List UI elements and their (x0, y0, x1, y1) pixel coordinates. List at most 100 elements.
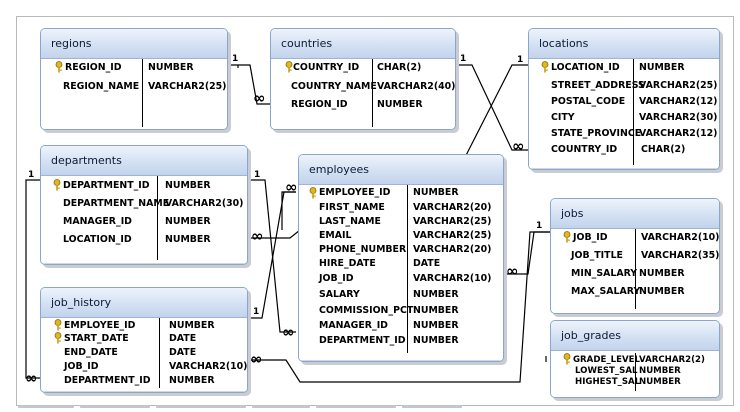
column-type: NUMBER (165, 216, 211, 227)
column-name: EMAIL (319, 230, 352, 241)
column-name: MANAGER_ID (319, 320, 388, 331)
key-icon (55, 61, 63, 73)
column-name: COMMISSION_PCT (319, 305, 414, 316)
card-one-regions: 1 (232, 54, 239, 64)
key-icon (54, 332, 62, 344)
table-title[interactable]: departments (41, 146, 247, 176)
column-name: STATE_PROVINCE (551, 128, 642, 139)
column-type: VARCHAR2(10) (413, 273, 492, 284)
column-name: CITY (551, 112, 575, 123)
column-name: DEPARTMENT_ID (63, 180, 150, 191)
table-title[interactable]: jobs (551, 199, 719, 229)
card-many-jobs: ∞ (506, 262, 519, 280)
column-type: NUMBER (148, 62, 194, 73)
table-title[interactable]: regions (41, 29, 227, 59)
column-type: VARCHAR2(25) (148, 81, 227, 92)
column-type: NUMBER (413, 320, 459, 331)
column-type: NUMBER (413, 187, 459, 198)
card-one-jobs: 1 (536, 221, 543, 231)
column-name: DEPARTMENT_NAME (63, 198, 170, 209)
table-title[interactable]: countries (271, 29, 455, 59)
table-title[interactable]: job_grades (551, 321, 719, 351)
column-name: MANAGER_ID (63, 216, 132, 227)
column-name: START_DATE (64, 333, 129, 344)
column-type: CHAR(2) (641, 144, 686, 155)
column-type: VARCHAR2(40) (377, 81, 456, 92)
column-name: END_DATE (64, 347, 118, 358)
table-regions[interactable]: regions REGION_ID NUMBER REGION_NAME VAR… (40, 28, 228, 130)
column-type: DATE (169, 333, 197, 344)
table-title[interactable]: locations (529, 29, 719, 59)
column-type: CHAR(2) (377, 62, 422, 73)
rel-departments-job-history (25, 179, 40, 379)
card-many-employees-top: ∞ (285, 178, 298, 196)
column-type: NUMBER (639, 62, 685, 73)
card-one-departments-left: 1 (28, 170, 35, 180)
column-type: NUMBER (165, 234, 211, 245)
column-name: HIGHEST_SAL (575, 377, 641, 387)
column-name: COUNTRY_ID (293, 62, 360, 73)
column-type: NUMBER (639, 366, 681, 376)
column-name: SALARY (319, 289, 360, 300)
column-type: VARCHAR2(35) (641, 250, 720, 261)
column-name: FIRST_NAME (319, 202, 385, 213)
column-type: VARCHAR2(25) (413, 216, 492, 227)
card-many-employees-bottom: ∞ (282, 323, 295, 341)
column-name: JOB_ID (319, 273, 354, 284)
column-type: NUMBER (165, 180, 211, 191)
column-type: VARCHAR2(25) (413, 230, 492, 241)
key-icon (309, 187, 317, 199)
column-name: LOCATION_ID (551, 62, 620, 73)
column-type: NUMBER (639, 286, 685, 297)
column-type: NUMBER (377, 99, 423, 110)
column-type: NUMBER (413, 335, 459, 346)
card-many-countries: ∞ (253, 89, 266, 107)
column-type: VARCHAR2(20) (413, 244, 492, 255)
table-job-grades[interactable]: job_grades GRADE_LEVEL VARCHAR2(2) LOWES… (550, 320, 720, 398)
rel-employees-job-history (248, 191, 296, 319)
table-title[interactable]: employees (299, 155, 503, 185)
column-type: VARCHAR2(10) (169, 361, 248, 372)
column-type: VARCHAR2(20) (413, 202, 492, 213)
column-name: LOCATION_ID (63, 234, 132, 245)
column-name: COUNTRY_NAME (291, 81, 377, 92)
rel-jobs-job-history (248, 231, 550, 383)
column-type: VARCHAR2(12) (639, 96, 718, 107)
column-type: NUMBER (639, 268, 685, 279)
column-name: COUNTRY_ID (551, 144, 618, 155)
key-icon (541, 61, 549, 73)
column-name: JOB_ID (573, 232, 608, 243)
rel-employees-manager (281, 191, 296, 230)
column-name: DEPARTMENT_ID (319, 335, 406, 346)
column-type: NUMBER (169, 320, 215, 331)
table-departments[interactable]: departments DEPARTMENT_ID NUMBER DEPARTM… (40, 145, 248, 265)
key-icon (563, 353, 571, 365)
column-type: VARCHAR2(25) (639, 80, 718, 91)
column-type: DATE (169, 347, 197, 358)
column-name: HIRE_DATE (319, 258, 376, 269)
card-one-locations: 1 (517, 55, 524, 65)
column-type: VARCHAR2(30) (165, 198, 244, 209)
table-jobs[interactable]: jobs JOB_ID VARCHAR2(10) JOB_TITLE VARCH… (550, 198, 720, 314)
table-countries[interactable]: countries COUNTRY_ID CHAR(2) COUNTRY_NAM… (270, 28, 456, 130)
key-icon (563, 231, 571, 243)
table-employees[interactable]: employees EMPLOYEE_ID NUMBER FIRST_NAME … (298, 154, 504, 362)
column-name: JOB_ID (64, 361, 99, 372)
column-type: NUMBER (169, 375, 215, 386)
column-name: EMPLOYEE_ID (319, 187, 391, 198)
card-one-countries: 1 (460, 54, 467, 64)
card-many-job-history-right: ∞ (250, 350, 263, 368)
table-title[interactable]: job_history (41, 288, 247, 318)
card-many-job-history-left: ∞ (25, 369, 38, 387)
rel-countries-locations (456, 64, 528, 151)
table-locations[interactable]: locations LOCATION_ID NUMBER STREET_ADDR… (528, 28, 720, 170)
rel-regions-countries (230, 64, 270, 105)
column-name: STREET_ADDRESS (551, 80, 645, 91)
table-job-history[interactable]: job_history EMPLOYEE_ID NUMBER START_DAT… (40, 287, 248, 393)
column-type: NUMBER (639, 377, 681, 387)
status-strip (18, 403, 618, 412)
key-icon (53, 179, 61, 191)
column-type: DATE (413, 258, 441, 269)
column-name: REGION_ID (65, 62, 122, 73)
column-name: REGION_NAME (63, 81, 140, 92)
